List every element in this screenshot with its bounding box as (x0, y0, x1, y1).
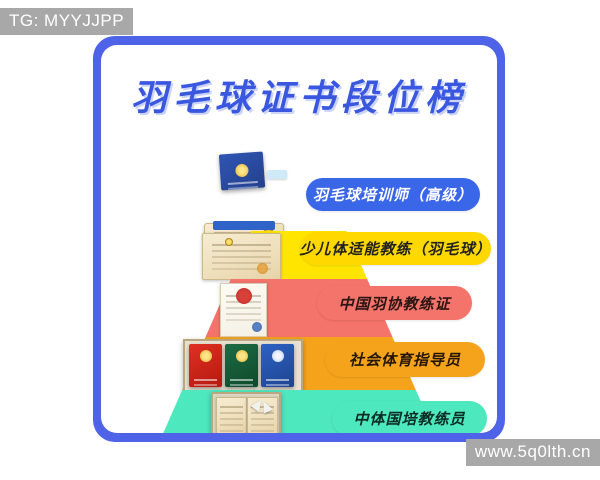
tier-4-booklet-red (189, 344, 222, 387)
tier-label-2-text: 少儿体适能教练（羽毛球） (299, 240, 492, 258)
tier-label-4-text: 社会体育指导员 (348, 351, 461, 369)
tier-label-5[interactable]: 中体国培教练员 (332, 401, 487, 433)
tier-label-3[interactable]: 中国羽协教练证 (317, 286, 472, 320)
tier-label-2[interactable]: 少儿体适能教练（羽毛球） (300, 232, 491, 265)
tier-4-booklet-blue (261, 344, 294, 387)
tier-1-certificate-booklet (218, 151, 266, 191)
tier-2-certificate (202, 233, 281, 280)
tier-label-4[interactable]: 社会体育指导员 (325, 342, 485, 377)
tier-label-3-text: 中国羽协教练证 (338, 294, 451, 313)
tier-4-booklet-green (225, 344, 258, 387)
tier-4-certificate-group (183, 339, 303, 392)
tier-label-5-text: 中体国培教练员 (353, 410, 466, 428)
tier-3-certificate (220, 283, 267, 337)
tier-label-1[interactable]: 羽毛球培训师（高级） (306, 178, 480, 211)
page-title: 羽毛球证书段位榜 (130, 78, 467, 119)
telegram-watermark: TG: MYYJJPP (0, 8, 134, 35)
poster-canvas: 羽毛球证书段位榜 (101, 45, 497, 433)
tier-label-1-text: 羽毛球培训师（高级） (312, 186, 473, 204)
poster-frame: 羽毛球证书段位榜 (93, 36, 505, 442)
site-watermark: www.5q0lth.cn (465, 439, 600, 466)
tier-3-red-seal (235, 288, 252, 304)
tier-1-tag-icon (267, 170, 287, 179)
tier-1-base-slab (213, 221, 275, 230)
tier-5-certificate (211, 392, 281, 433)
